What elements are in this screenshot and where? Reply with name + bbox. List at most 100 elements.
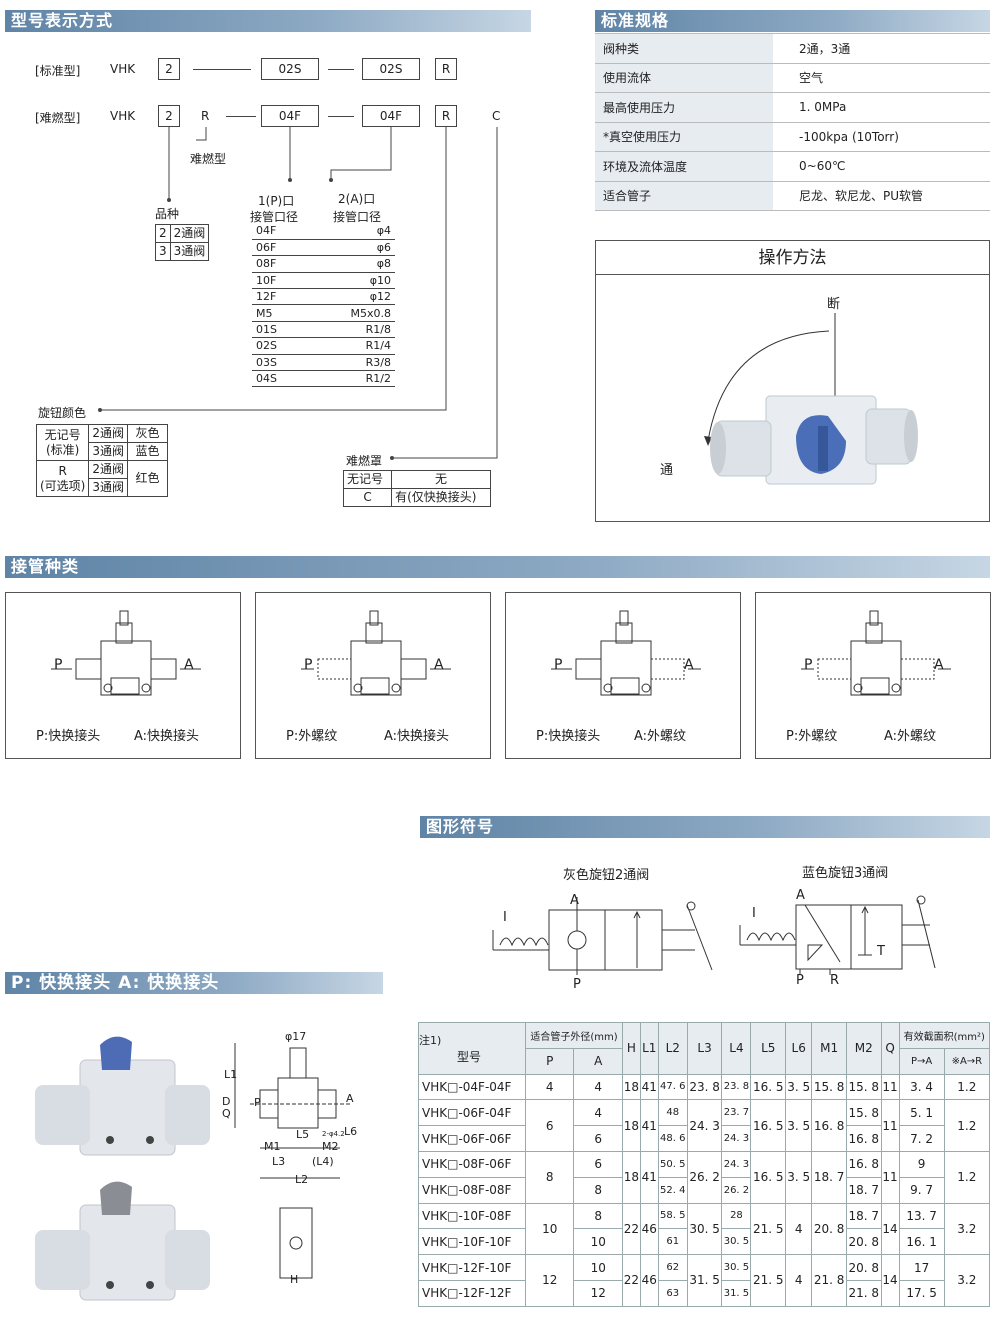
fr-box-1: 2 [158,105,180,127]
section-model-header: 型号表示方式 [5,10,531,32]
sym2-T: T [877,944,885,959]
port-a-letter: A [434,657,444,673]
pipe-type-diagram [801,610,951,696]
port-p-letter: P [54,657,63,673]
fr-box-2: R [201,109,210,123]
drawing-label-M2: M2 [322,1140,339,1153]
drawing-label-L4: (L4) [312,1155,334,1168]
cover-title: 难燃罩 [346,454,383,468]
sym1-P: P [573,977,581,992]
graphic-symbols [492,895,936,975]
sym2-R: R [830,973,840,988]
dimension-drawing [234,1043,350,1279]
drawing-label-hole: 2-φ4.2 [322,1130,345,1138]
symbol-2-title: 蓝色旋钮3通阀 [802,866,889,881]
drawing-label-D: D [222,1095,231,1108]
fr-box-6: C [492,109,501,123]
fr-vhk: VHK [110,109,136,123]
sym2-P: P [796,973,804,988]
size-head-p: 接管口径 [250,210,299,224]
knob-table: 无记号(标准)2通阀灰色 3通阀蓝色 R(可选项)2通阀红色 3通阀 [35,424,169,497]
symbol-1-title: 灰色旋钮2通阀 [563,868,650,883]
pipe-type-p-label: P:外螺纹 [286,729,338,744]
variety-title: 品种 [155,207,180,221]
drawing-label-H: H [290,1273,299,1286]
section-symbol-header: 图形符号 [420,816,990,838]
drawing-label-phi17: φ17 [285,1030,307,1043]
pipe-type-card: P A P:快换接头 A:外螺纹 [505,592,741,759]
drawing-label-L2: L2 [295,1173,309,1186]
sym1-I: I [503,910,507,925]
std-label: [标准型] [35,64,81,78]
port-a-letter: A [684,657,694,673]
pipe-type-card: P A P:快换接头 A:快换接头 [5,592,241,759]
port-p-letter: P [554,657,563,673]
spec-row: 适合管子尼龙、软尼龙、PU软管 [595,181,990,211]
pipe-type-p-label: P:外螺纹 [786,729,838,744]
drawing-label-L6: L6 [344,1125,358,1138]
pipe-type-diagram [51,610,201,696]
pipe-type-p-label: P:快换接头 [536,729,601,744]
fr-note: 难燃型 [190,152,227,166]
sym2-I: I [752,906,756,921]
section-spec-header: 标准规格 [595,10,990,32]
sym2-A: A [796,888,805,903]
pipe-type-a-label: A:外螺纹 [884,729,937,744]
p-port-label: 1(P)口 [258,194,295,208]
sym1-A: A [570,893,579,908]
drawing-label-L3: L3 [272,1155,286,1168]
std-box-2: 02S [261,58,319,80]
fr-box-4: 04F [362,105,420,127]
knob-title: 旋钮颜色 [38,406,87,420]
spec-row: 使用流体空气 [595,63,990,93]
std-box-1: 2 [158,58,180,80]
std-box-3: 02S [362,58,420,80]
drawing-label-L5: L5 [296,1128,310,1141]
operation-title: 操作方法 [596,241,989,275]
pipe-type-card: P A P:外螺纹 A:外螺纹 [755,592,991,759]
operation-on: 通 [660,463,674,478]
pipe-type-p-label: P:快换接头 [36,729,101,744]
port-a-letter: A [184,657,194,673]
model-leader-lines [98,127,498,460]
std-box-4: R [435,58,457,80]
drawing-label-Q: Q [222,1107,231,1120]
pipe-type-a-label: A:外螺纹 [634,729,687,744]
port-a-letter: A [934,657,944,673]
section-pa-header: P: 快换接头 A: 快换接头 [5,972,383,994]
spec-row: *真空使用压力-100kpa (10Torr) [595,122,990,152]
size-head-a: 接管口径 [333,210,382,224]
pipe-type-diagram [301,610,451,696]
port-p-letter: P [804,657,813,673]
operation-box: 操作方法 断 通 [595,240,990,522]
port-p-letter: P [304,657,313,673]
fr-box-3: 04F [261,105,319,127]
fr-label: [难燃型] [35,111,81,125]
product-photos [35,1036,210,1301]
std-vhk: VHK [110,62,136,76]
drawing-label-M1: M1 [264,1140,281,1153]
pipe-type-a-label: A:快换接头 [134,729,200,744]
pipe-type-card: P A P:外螺纹 A:快换接头 [255,592,491,759]
